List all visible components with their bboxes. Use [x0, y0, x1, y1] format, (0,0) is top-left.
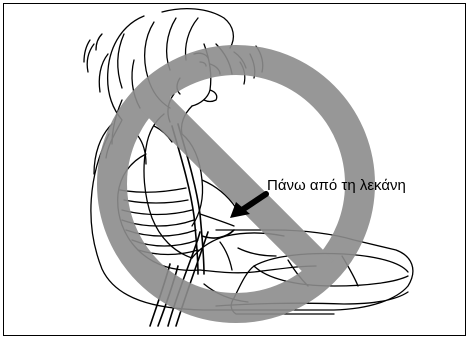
- figure-frame: Πάνω από τη λεκάνη: [3, 3, 466, 336]
- lap-belt-caption: Πάνω από τη λεκάνη: [267, 177, 406, 195]
- seatbelt-illustration: [4, 4, 466, 336]
